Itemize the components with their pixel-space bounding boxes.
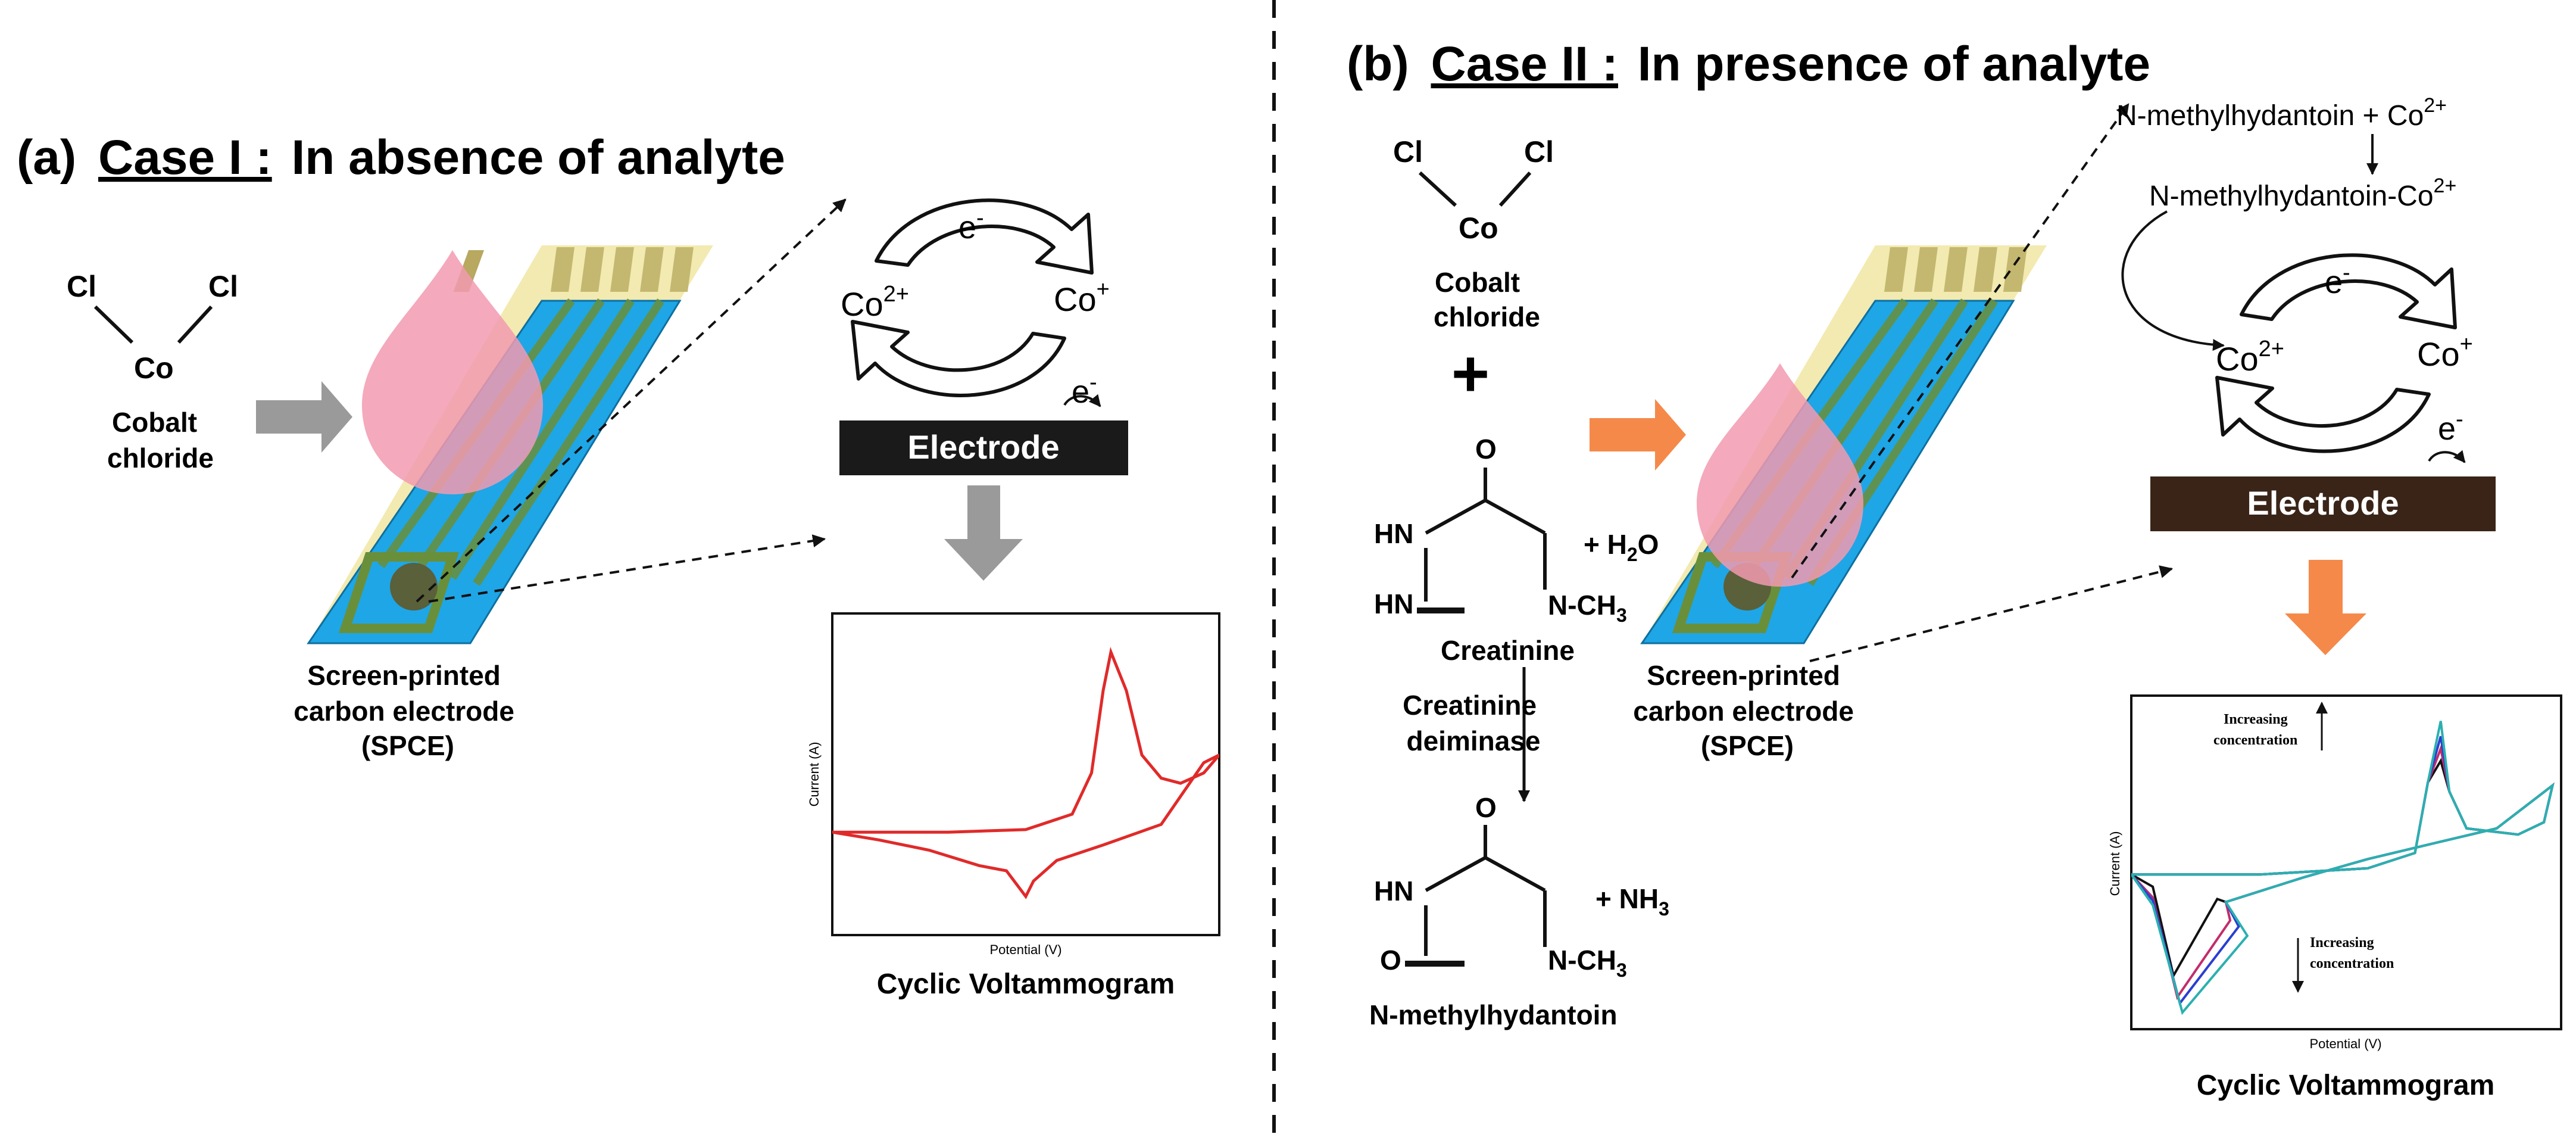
zoom-arrow-b-upper [1791,103,2130,579]
svg-text:N-CH3: N-CH3 [1548,590,1627,626]
creatinine-structure: O HN HN N-CH3 + H2O Creatinine [1374,434,1659,666]
svg-text:Current (A): Current (A) [2107,831,2122,896]
electrode-a-label: Electrode [907,428,1059,466]
svg-text:Co+: Co+ [2417,332,2473,373]
svg-text:O: O [1475,792,1497,823]
svg-text:e-: e- [2325,260,2350,300]
droplet-a [362,250,543,494]
svg-text:Co2+: Co2+ [841,282,909,323]
cv-plot-a: Current (A) Potential (V) [807,612,1220,957]
svg-text:Creatinine: Creatinine [1441,635,1575,666]
svg-text:HN: HN [1374,876,1413,906]
panel-a: (a) Case I : In absence of analyte Cl Cl… [17,130,1220,1000]
svg-text:+ NH3: + NH3 [1595,883,1669,920]
grey-arrow-right [256,381,352,453]
cobalt-chloride-structure-b: Cl Cl Co Cobalt chloride [1393,135,1554,332]
svg-text:e-: e- [958,205,984,245]
zoom-arrow-b-lower [1809,565,2174,662]
svg-text:Co: Co [134,351,174,385]
complex-curved-arrow [2121,210,2225,351]
svg-text:Potential (V): Potential (V) [989,942,1061,957]
enzyme-label: Creatinine deiminase [1403,690,1544,756]
reaction-line-2: N-methylhydantoin-Co2+ [2149,175,2456,212]
svg-text:Cl: Cl [1524,135,1554,169]
panel-a-title: (a) Case I : In absence of analyte [17,130,785,185]
svg-text:N-CH3: N-CH3 [1548,945,1627,981]
cv-plot-b: Current (A) Potential (V) Increasing con… [2107,694,2562,1051]
svg-text:O: O [1475,434,1497,465]
svg-text:Cobalt: Cobalt [112,407,197,438]
cv-caption-b: Cyclic Voltammogram [2197,1070,2495,1101]
svg-text:Cl: Cl [67,270,96,303]
electrode-b [2150,476,2496,531]
svg-text:Potential (V): Potential (V) [2309,1036,2381,1051]
svg-text:Increasing concentrati: Increasing concentration [2213,712,2297,748]
zoom-arrow-a-lower [428,534,826,603]
electrode-b-label: Electrode [2247,484,2399,522]
zoom-arrow-a-upper [416,198,847,603]
orange-arrow-right [1590,399,1686,471]
svg-text:Cl: Cl [1393,135,1423,169]
svg-text:Cobalt: Cobalt [1435,267,1520,298]
svg-text:HN: HN [1374,588,1413,619]
svg-text:O: O [1380,945,1401,976]
panel-b-title: (b) Case II : In presence of analyte [1347,37,2150,91]
svg-text:Current (A): Current (A) [807,742,822,807]
svg-text:chloride: chloride [1434,301,1540,332]
redox-cycle-b: e- Co2+ Co+ e- [2215,253,2473,463]
cv-curve-a [832,647,1219,899]
cv-caption-a: Cyclic Voltammogram [877,968,1175,1000]
n-methylhydantoin-structure: O HN O N-CH3 + NH3 N-methylhydantoin [1369,792,1669,1030]
cv-curve-b-4 [2131,721,2555,1015]
orange-arrow-down [2285,560,2366,655]
svg-text:N-methylhydantoin: N-methylhydantoin [1369,999,1618,1030]
reaction-line-1: N-methylhydantoin + Co2+ [2116,94,2447,132]
spce-label-a: Screen-printed carbon electrode (SPCE) [293,660,522,761]
cobalt-chloride-structure-a: Cl Cl Co Cobalt chloride [67,270,238,473]
svg-text:Co2+: Co2+ [2216,337,2284,378]
svg-text:Co: Co [1459,211,1498,245]
svg-text:chloride: chloride [107,443,214,473]
svg-text:Co+: Co+ [1054,277,1110,318]
svg-text:e-: e- [2438,407,2463,447]
svg-text:HN: HN [1374,518,1413,549]
plus-sign: + [1451,337,1490,410]
panel-b: (b) Case II : In presence of analyte Cl … [1347,37,2562,1101]
spce-label-b: Screen-printed carbon electrode (SPCE) [1633,660,1861,761]
svg-text:Increasing concentrati: Increasing concentration [2310,935,2394,971]
grey-arrow-down [944,485,1023,581]
svg-text:Cl: Cl [208,270,238,303]
svg-text:+ H2O: + H2O [1584,529,1659,565]
droplet-b [1697,363,1863,587]
electrode-a [839,420,1128,475]
svg-text:e-: e- [1072,370,1097,410]
redox-cycle-a: e- Co2+ Co+ e- [841,198,1110,410]
